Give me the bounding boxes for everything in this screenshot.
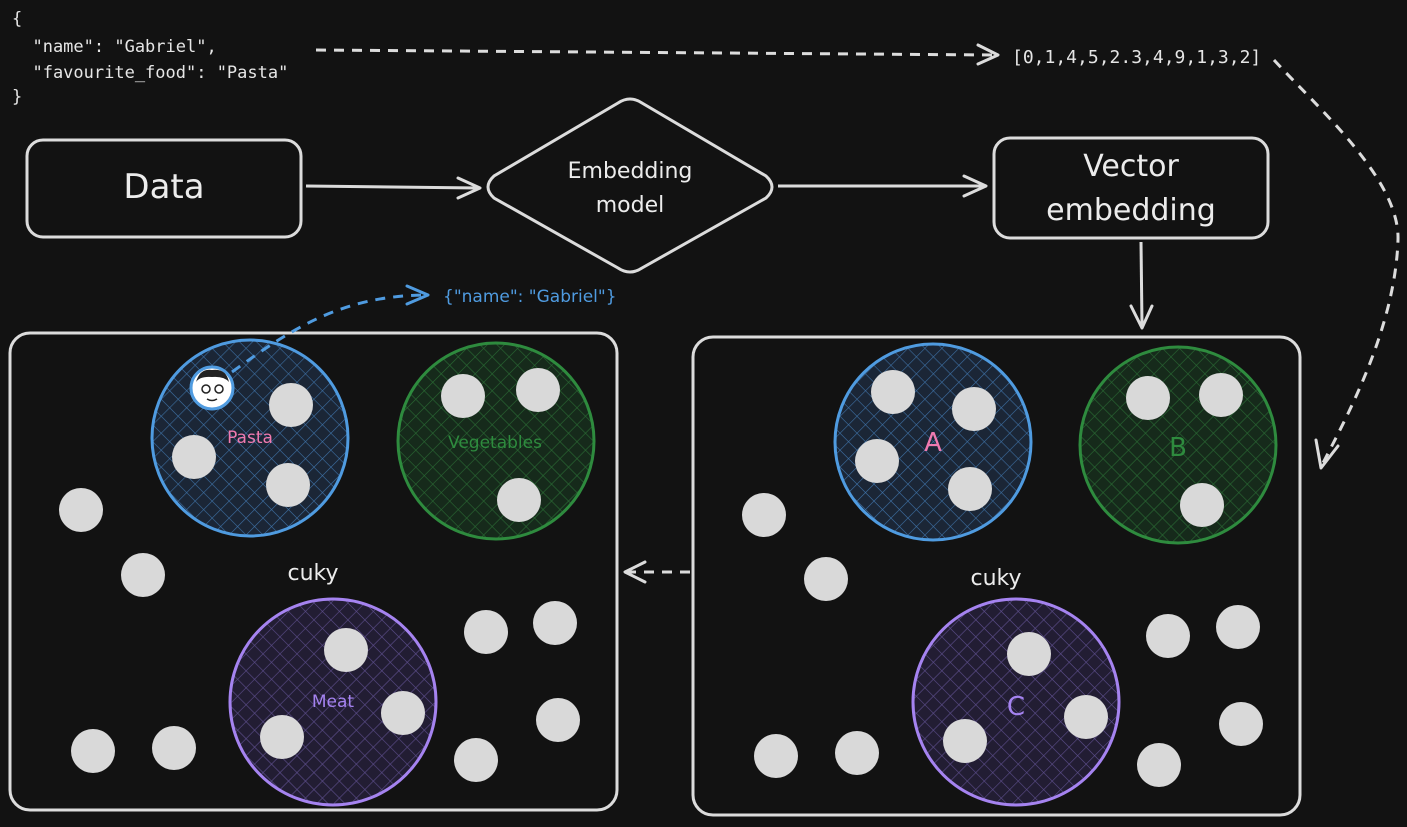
- data-point: [948, 467, 992, 511]
- model-to-vector-arrow: [778, 174, 988, 198]
- data-point: [871, 370, 915, 414]
- json-line-4: }: [12, 87, 22, 107]
- data-point: [533, 601, 577, 645]
- right-vector-store: A B C cuky: [691, 335, 1302, 817]
- data-point: [324, 628, 368, 672]
- json-line-2: "name": "Gabriel",: [12, 37, 217, 57]
- left-store-label: cuky: [287, 561, 338, 586]
- embedding-model-node: Embedding model: [486, 97, 774, 274]
- cluster-pasta-label: Pasta: [227, 428, 273, 448]
- vector-embedding-node: Vector embedding: [992, 136, 1270, 240]
- data-point: [1126, 376, 1170, 420]
- data-point: [464, 610, 508, 654]
- data-node: Data: [25, 138, 303, 239]
- vector-to-box-arrow: [1129, 241, 1154, 330]
- data-point: [1007, 632, 1051, 676]
- data-point: [1219, 702, 1263, 746]
- vector-to-store-arrow: [1272, 58, 1400, 470]
- left-vector-store: Pasta Vegetables Meat cuky: [8, 331, 619, 812]
- data-point: [121, 553, 165, 597]
- data-point: [1180, 483, 1224, 527]
- json-snippet: { "name": "Gabriel", "favourite_food": "…: [12, 9, 288, 107]
- data-point: [269, 383, 313, 427]
- data-point: [1064, 695, 1108, 739]
- data-point: [516, 368, 560, 412]
- data-point: [454, 738, 498, 782]
- data-point: [1137, 743, 1181, 787]
- vector-values: [0,1,4,5,2.3,4,9,1,3,2]: [1012, 47, 1261, 68]
- data-node-label: Data: [123, 167, 204, 207]
- data-point: [59, 488, 103, 532]
- gabriel-tag: {"name": "Gabriel"}: [443, 287, 617, 307]
- data-point: [172, 435, 216, 479]
- data-point: [152, 726, 196, 770]
- cluster-meat-label: Meat: [312, 692, 355, 712]
- data-point: [266, 463, 310, 507]
- data-to-model-arrow: [305, 176, 482, 200]
- data-point: [1199, 373, 1243, 417]
- data-point: [742, 493, 786, 537]
- person-avatar-icon: [189, 365, 235, 411]
- cluster-a-label: A: [924, 428, 942, 458]
- data-point: [71, 729, 115, 773]
- data-point: [943, 719, 987, 763]
- json-line-1: {: [12, 9, 22, 29]
- vector-embedding-label-line1: Vector: [1083, 149, 1179, 184]
- data-point: [441, 374, 485, 418]
- data-point: [835, 731, 879, 775]
- data-point: [804, 557, 848, 601]
- data-point: [536, 698, 580, 742]
- cluster-b-label: B: [1169, 433, 1187, 463]
- cluster-vegetables-label: Vegetables: [448, 433, 542, 453]
- data-point: [754, 734, 798, 778]
- vector-embedding-label-line2: embedding: [1046, 193, 1216, 228]
- data-point: [1146, 614, 1190, 658]
- data-point: [952, 387, 996, 431]
- embedding-model-label-line2: model: [596, 193, 665, 218]
- embedding-model-label-line1: Embedding: [568, 159, 693, 184]
- json-line-3: "favourite_food": "Pasta": [12, 63, 288, 83]
- data-point: [855, 439, 899, 483]
- avatar-to-tag-arrow: [231, 284, 430, 374]
- store-to-store-arrow: [623, 560, 690, 584]
- right-store-label: cuky: [970, 566, 1021, 591]
- json-to-vector-arrow: [315, 43, 1000, 66]
- data-point: [1216, 605, 1260, 649]
- data-point: [260, 715, 304, 759]
- data-point: [381, 691, 425, 735]
- cluster-c-label: C: [1007, 692, 1025, 722]
- data-point: [497, 478, 541, 522]
